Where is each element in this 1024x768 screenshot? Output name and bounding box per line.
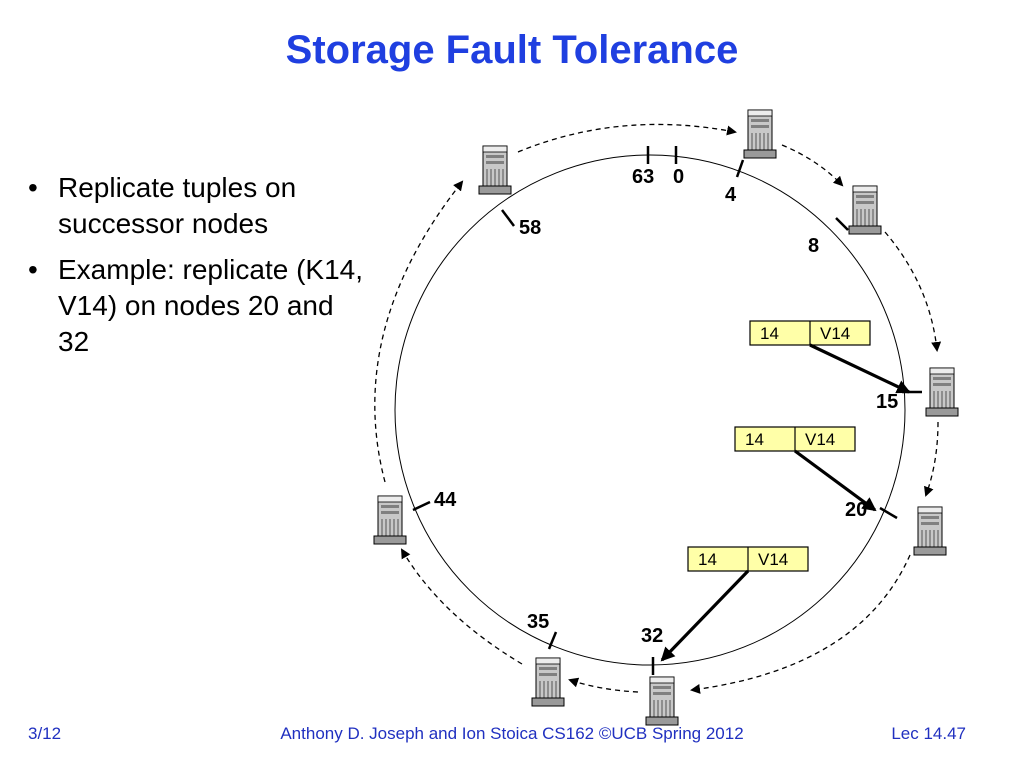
successor-arrow [517,123,737,153]
ring-circle [394,154,906,666]
successor-arrows [374,123,942,694]
successor-arrow [690,554,911,694]
server-icon [848,185,882,235]
footer-page: 3/12 [28,724,62,743]
bullet-item: • Example: replicate (K14, V14) on nodes … [28,252,368,360]
bullet-dot: • [28,172,38,203]
node-label-8: 8 [808,235,819,257]
footer-lecture: Lec 14.47 [891,724,966,743]
tuple-arrow [794,449,877,512]
tuple-box: 14 V14 [734,426,856,452]
successor-arrow [568,677,639,693]
tick-58 [501,209,515,227]
successor-arrow [884,231,942,352]
successor-arrow [924,421,939,497]
tuple-value: V14 [805,430,835,449]
server-icon [645,676,679,726]
server-icon [373,495,407,545]
successor-arrow [400,548,523,665]
successor-arrow [374,180,464,483]
ring-ticks [412,146,922,675]
tick-20 [879,506,898,520]
bullet-dot: • [28,254,38,285]
tuple-key: 14 [760,324,779,343]
tuple-arrows [660,343,911,662]
tuple-value: V14 [820,324,850,343]
bullet-text: Example: replicate (K14, V14) on nodes 2… [58,254,364,357]
server-icon [925,367,959,417]
server-icon [478,145,512,195]
tuple-box: 14 V14 [749,320,871,346]
tuple-arrow [809,343,911,394]
bullet-item: • Replicate tuples on successor nodes [28,170,368,242]
node-label-15: 15 [876,391,898,413]
footer-credits: Anthony D. Joseph and Ion Stoica CS162 ©… [280,724,744,743]
node-label-0: 0 [673,166,684,188]
bullet-text: Replicate tuples on successor nodes [58,172,297,239]
successor-arrow [781,144,844,187]
node-label-4: 4 [725,184,737,206]
node-label-63: 63 [632,166,654,188]
tuple-box: 14 V14 [687,546,809,572]
bullet-list: • Replicate tuples on successor nodes • Ex… [28,170,368,370]
tick-44 [412,500,431,512]
tuple-key: 14 [698,550,717,569]
node-label-32: 32 [641,625,663,647]
slide-title: Storage Fault Tolerance [285,28,739,72]
tuple-arrow [660,569,750,662]
tuple-key: 14 [745,430,764,449]
server-icon [743,109,777,159]
node-label-44: 44 [434,489,457,511]
tick-4 [735,159,745,178]
node-label-35: 35 [527,611,549,633]
tick-8 [835,217,849,231]
tuple-value: V14 [758,550,788,569]
tick-35 [547,631,558,650]
node-label-58: 58 [519,217,541,239]
server-icon [531,657,565,707]
server-icon [913,506,947,556]
